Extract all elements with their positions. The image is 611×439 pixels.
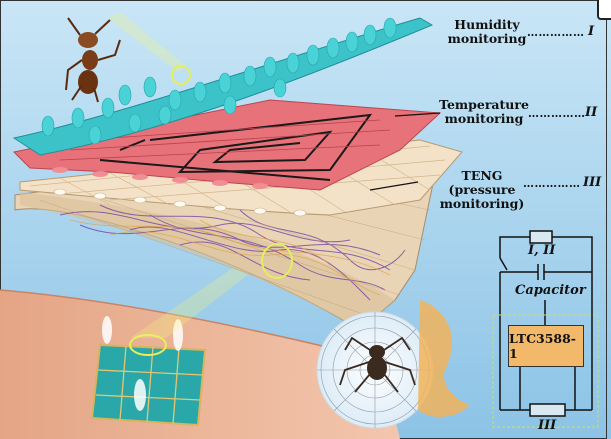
- teng-leader: ……………: [523, 177, 581, 190]
- circuit-top-resistor-label: I, II: [528, 243, 556, 258]
- teng-label-line1: TENG: [461, 168, 503, 183]
- temperature-leader: ……………: [528, 107, 586, 120]
- temperature-label-line2: monitoring: [444, 111, 524, 126]
- temperature-label: Temperature monitoring: [439, 98, 529, 126]
- teng-roman-numeral: III: [583, 175, 602, 190]
- humidity-label-line1: Humidity: [454, 17, 520, 32]
- circuit-capacitor-label: Capacitor: [515, 283, 586, 298]
- circuit-bottom-resistor-label: III: [538, 418, 557, 433]
- humidity-label: Humidity monitoring: [447, 18, 527, 46]
- temperature-label-line1: Temperature: [439, 97, 529, 112]
- temperature-layer: [12, 99, 442, 191]
- circuit-chip-label: LTC3588-1: [509, 331, 576, 361]
- humidity-roman-numeral: I: [588, 24, 595, 39]
- humidity-leader: ……………: [527, 26, 585, 39]
- humidity-label-line2: monitoring: [447, 31, 527, 46]
- spider-web-illustration: [316, 300, 470, 429]
- ant-illustration: [65, 17, 121, 103]
- temperature-roman-numeral: II: [585, 105, 598, 120]
- panel-corner-bracket: [597, 0, 611, 20]
- humidity-layer: [12, 17, 434, 156]
- teng-label: TENG (pressure monitoring): [412, 169, 552, 211]
- teng-label-line2: (pressure monitoring): [439, 182, 525, 211]
- circuit-diagram: [499, 230, 593, 417]
- wearable-patch: [90, 316, 207, 427]
- circuit-chip: LTC3588-1: [508, 325, 584, 367]
